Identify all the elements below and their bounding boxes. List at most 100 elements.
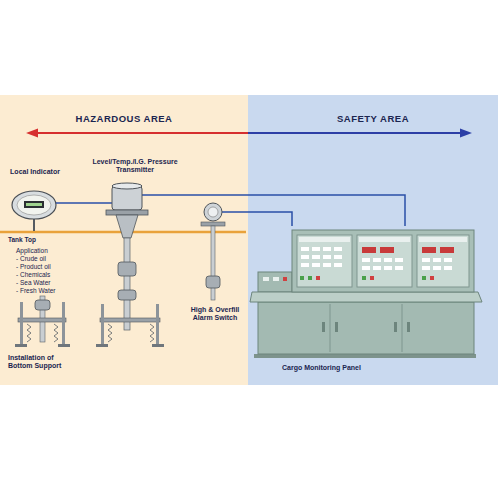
signal-cable	[180, 195, 405, 226]
level-transmitter	[156, 304, 159, 346]
cargo-monitoring-panel	[373, 266, 381, 270]
cargo-monitoring-panel	[312, 247, 320, 251]
alarm-switch	[201, 222, 225, 226]
cargo-monitoring-panel	[334, 263, 342, 267]
cargo-monitoring-panel	[308, 276, 312, 280]
level-transmitter	[124, 238, 130, 330]
cargo-monitoring-panel	[362, 276, 366, 280]
alarm-switch	[206, 276, 220, 288]
label-holder: Application	[16, 247, 76, 254]
label-holder: Tank Top	[8, 236, 68, 243]
list-heading: Application	[16, 247, 76, 254]
local-indicator-gauge	[33, 218, 35, 231]
list-item: - Crude oil	[16, 255, 76, 262]
cargo-monitoring-panel	[407, 322, 410, 332]
level-transmitter	[150, 324, 154, 342]
area-arrow	[26, 129, 38, 138]
cargo-monitoring-panel	[330, 304, 331, 352]
level-transmitter	[112, 183, 142, 189]
level-transmitter	[100, 318, 160, 322]
signal-cable	[246, 212, 292, 226]
cargo-monitoring-panel	[301, 263, 309, 267]
cargo-monitoring-panel	[440, 247, 454, 253]
bottom-support	[62, 302, 65, 346]
cargo-monitoring-panel	[323, 255, 331, 259]
local-indicator-gauge	[12, 191, 56, 219]
area-arrow	[460, 129, 472, 138]
part-label: Installation of Bottom Support	[8, 354, 78, 370]
cargo-monitoring-panel	[323, 247, 331, 251]
level-transmitter	[96, 344, 108, 347]
bottom-support	[15, 296, 70, 347]
cargo-monitoring-panel	[335, 322, 338, 332]
local-indicator-gauge	[24, 201, 44, 208]
cargo-monitoring-panel	[395, 258, 403, 262]
alarm-switch	[204, 203, 222, 221]
cargo-monitoring-panel	[300, 276, 304, 280]
area-heading: HAZARDOUS AREA	[0, 113, 248, 124]
local-indicator-gauge	[17, 195, 51, 215]
area-arrow	[36, 132, 248, 134]
alarm-switch	[208, 207, 218, 217]
cargo-monitoring-panel	[362, 266, 370, 270]
cargo-monitoring-panel	[359, 237, 410, 242]
list-item: - Product oil	[16, 263, 76, 270]
level-transmitter	[101, 304, 104, 346]
level-transmitter	[118, 262, 136, 276]
local-indicator-gauge	[12, 191, 56, 231]
cargo-monitoring-panel	[362, 247, 376, 253]
cargo-monitoring-panel	[370, 276, 374, 280]
level-transmitter	[112, 186, 142, 210]
cargo-monitoring-panel	[258, 302, 474, 354]
cargo-monitoring-panel	[301, 255, 309, 259]
list-item: - Fresh Water	[16, 287, 76, 294]
device-label: High & Overfill Alarm Switch	[184, 306, 246, 323]
area-heading: SAFETY AREA	[248, 113, 498, 124]
cargo-monitoring-panel	[254, 354, 476, 358]
bottom-support	[35, 300, 50, 310]
level-transmitter	[118, 290, 136, 300]
cargo-monitoring-panel	[384, 266, 392, 270]
label-holder: Installation of Bottom Support	[8, 354, 78, 370]
cargo-monitoring-panel	[444, 266, 452, 270]
device-label: Local Indicator	[4, 168, 66, 176]
cargo-monitoring-panel	[301, 247, 309, 251]
alarm-switch	[211, 226, 215, 300]
level-transmitter	[96, 183, 164, 347]
local-indicator-gauge	[26, 203, 42, 206]
device-label: Cargo Monitoring Panel	[282, 364, 442, 372]
cargo-monitoring-panel	[297, 235, 352, 287]
cargo-monitoring-panel	[419, 237, 467, 242]
cargo-monitoring-panel	[258, 272, 292, 292]
cargo-monitoring-panel	[273, 277, 279, 281]
cargo-monitoring-panel	[433, 266, 441, 270]
cargo-monitoring-panel	[334, 255, 342, 259]
cargo-monitoring-panel	[250, 230, 482, 358]
cargo-monitoring-panel	[316, 276, 320, 280]
cargo-monitoring-panel	[323, 263, 331, 267]
cargo-monitoring-panel	[422, 276, 426, 280]
cargo-monitoring-panel	[322, 322, 325, 332]
cargo-monitoring-panel	[422, 258, 430, 262]
cargo-monitoring-panel	[444, 258, 452, 262]
cargo-monitoring-panel	[334, 247, 342, 251]
alarm-switch	[201, 203, 225, 300]
label-holder: - Chemicals	[16, 271, 76, 278]
cargo-monitoring-panel	[394, 322, 397, 332]
label-holder: - Fresh Water	[16, 287, 76, 294]
bottom-support	[20, 302, 23, 346]
cargo-monitoring-panel	[422, 247, 436, 253]
cargo-monitoring-panel	[312, 255, 320, 259]
level-transmitter	[116, 215, 138, 238]
area-arrow	[26, 129, 472, 138]
cargo-monitoring-panel	[292, 230, 474, 292]
label-holder: - Crude oil	[16, 255, 76, 262]
cable-stub	[222, 211, 246, 213]
cargo-monitoring-panel	[422, 266, 430, 270]
label-holder: - Product oil	[16, 263, 76, 270]
cargo-monitoring-panel	[312, 263, 320, 267]
cable-stub	[56, 202, 66, 204]
level-transmitter	[108, 324, 112, 342]
